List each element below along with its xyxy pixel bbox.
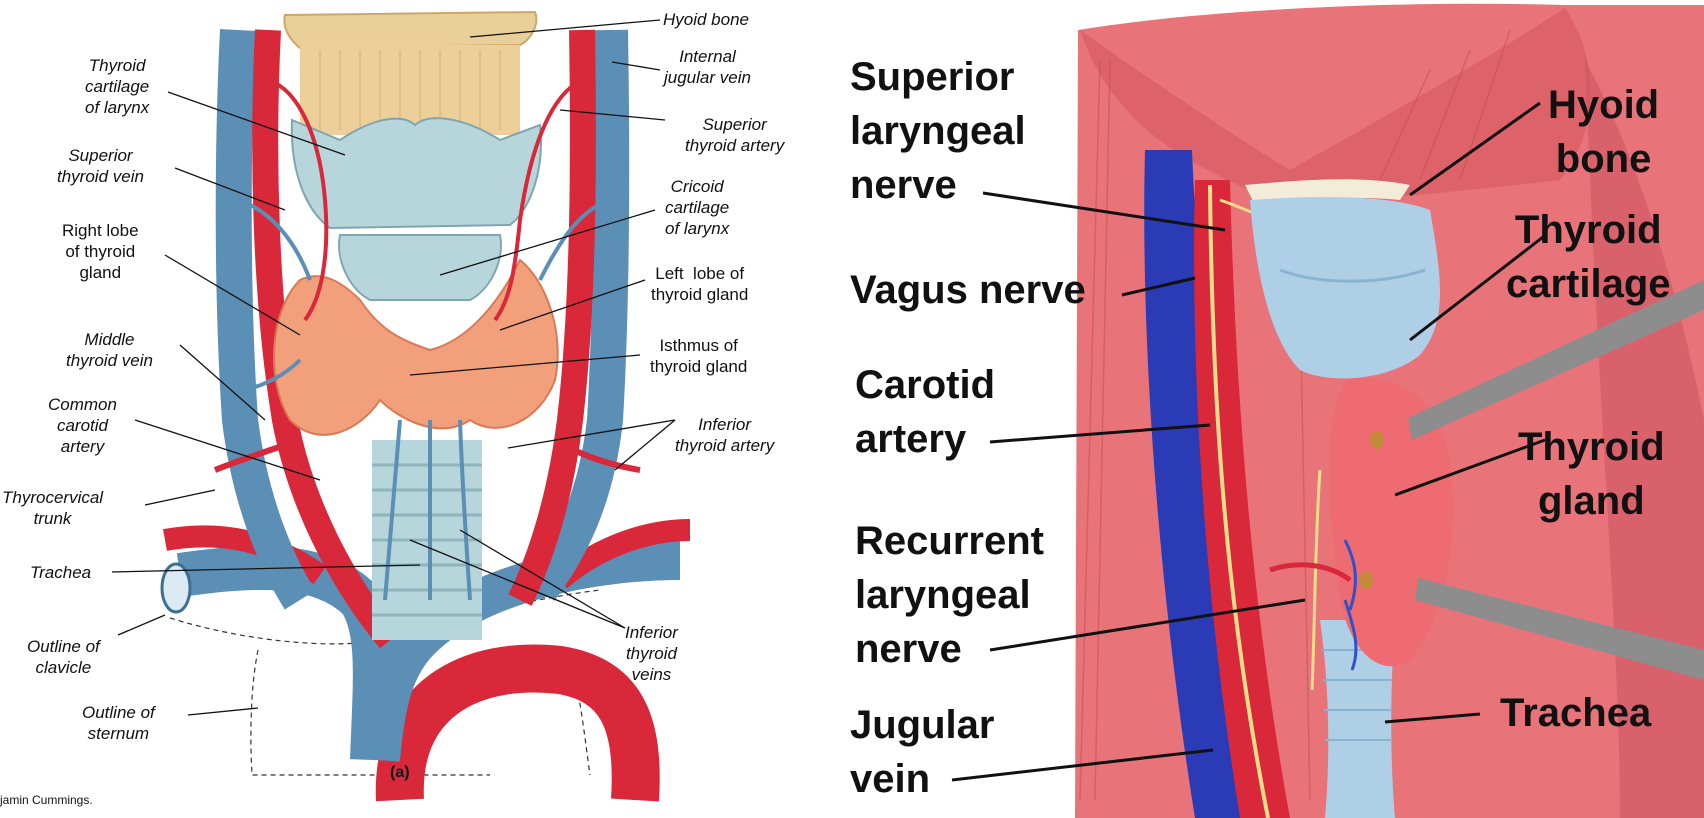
inferior-thyroid-artery-right (1269, 562, 1352, 583)
label-middle-thyroid-vein: Middle thyroid vein (66, 330, 153, 370)
muscle-striations (1079, 29, 1511, 801)
subclavian-vein-lumen (160, 562, 192, 614)
right-superior-thyroid-vein (237, 198, 312, 281)
membrane-striations (319, 50, 501, 130)
label-recurrent-laryngeal-nerve: Recurrent laryngeal nerve (855, 519, 1044, 671)
label-jugular-vein: Jugular vein (850, 703, 995, 801)
label-superior-thyroid-artery: Superior thyroid artery (685, 115, 785, 155)
right-inferior-thyroid-artery (213, 437, 301, 473)
label-superior-thyroid-vein: Superior thyroid vein (57, 146, 144, 186)
left-thyroid-illustration (111, 10, 691, 802)
middle-thyroid-vein (244, 358, 302, 392)
label-superior-laryngeal-nerve: Superior laryngeal nerve (850, 55, 1026, 207)
inferior-thyroid-veins-drawing (383, 419, 472, 601)
label-internal-jugular-vein: Internal jugular vein (664, 47, 751, 87)
left-internal-jugular-vein (525, 29, 630, 601)
thyrohyoid-membrane (300, 45, 520, 135)
label-trachea-right: Trachea (1500, 691, 1652, 735)
trachea-right-drawing (1320, 620, 1395, 818)
thyroid-notch-line (1279, 268, 1426, 283)
carotid-artery-drawing (1194, 180, 1290, 818)
vagus-nerve-drawing (1208, 184, 1270, 818)
superior-laryngeal-nerve-drawing (1219, 198, 1321, 242)
label-outline-clavicle: Outline of clavicle (27, 637, 100, 677)
aortic-arch (375, 644, 660, 802)
jugular-vein-drawing (1144, 150, 1270, 818)
left-common-carotid-artery (508, 29, 596, 606)
publisher-credit: jamin Cummings. (0, 793, 93, 807)
thyroid-gland-drawing (273, 258, 559, 436)
label-right-lobe: Right lobe of thyroid gland (62, 221, 139, 282)
label-trachea-left: Trachea (30, 563, 92, 582)
hyoid-bone-right (1245, 179, 1410, 205)
right-superior-thyroid-artery (267, 78, 329, 322)
label-inferior-thyroid-artery: Inferior thyroid artery (675, 415, 775, 455)
lower-retractor (1415, 578, 1704, 680)
suprahyoid-muscles (1080, 8, 1591, 200)
right-leader-lines (951, 101, 1546, 782)
figure-caption: (a) (390, 764, 410, 781)
label-hyoid-bone: Hyoid bone (663, 10, 750, 29)
left-leader-lines (111, 19, 676, 716)
thyroid-cartilage-drawing (290, 117, 542, 230)
parathyroid-upper (1370, 431, 1384, 449)
left-superior-thyroid-artery (493, 78, 583, 322)
label-thyroid-cartilage-right: Thyroid cartilage (1506, 208, 1671, 306)
thyroid-cartilage-right (1250, 197, 1440, 379)
right-internal-jugular-vein (215, 29, 316, 610)
label-common-carotid-artery: Common carotid artery (48, 395, 117, 456)
label-carotid-artery: Carotid artery (855, 363, 995, 461)
parathyroid-lower (1359, 571, 1373, 589)
label-inferior-thyroid-veins: Inferior thyroid veins (625, 623, 678, 684)
sternum-outline (250, 649, 591, 776)
recurrent-laryngeal-nerve-drawing (1310, 469, 1322, 691)
hyoid-bone-drawing (283, 10, 538, 50)
label-thyroid-cartilage: Thyroid cartilage of larynx (85, 56, 150, 117)
label-hyoid-bone-right: Hyoid bone (1548, 83, 1660, 181)
right-subclavian-artery (163, 525, 327, 585)
thyroid-veins-right (1343, 539, 1358, 671)
label-outline-sternum: Outline of sternum (82, 703, 155, 743)
label-cricoid-cartilage: Cricoid cartilage of larynx (665, 177, 730, 238)
label-isthmus: Isthmus of thyroid gland (650, 336, 748, 376)
trachea-rings (1322, 649, 1393, 741)
thyroid-gland-right-drawing (1329, 378, 1454, 667)
cricoid-cartilage-drawing (338, 234, 502, 301)
label-left-lobe: Left lobe of thyroid gland (651, 264, 749, 304)
left-inferior-thyroid-artery (553, 437, 641, 473)
left-superior-thyroid-vein (538, 198, 611, 281)
label-vagus-nerve: Vagus nerve (850, 268, 1086, 312)
label-thyrocervical-trunk: Thyrocervical trunk (2, 488, 104, 528)
label-thyroid-gland-right: Thyroid gland (1518, 425, 1665, 523)
